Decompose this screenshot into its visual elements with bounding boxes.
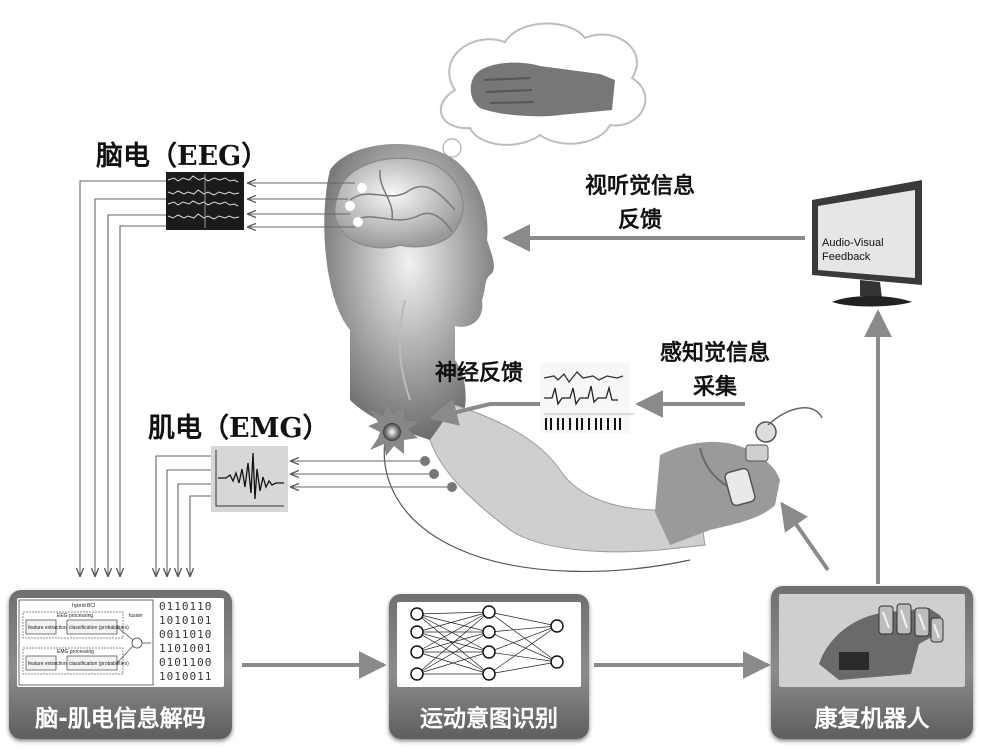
intent-box: 运动意图识别 [389, 594, 589, 739]
flow-arrows [242, 224, 892, 679]
bci-schematic: hybrid BCI EEG processing feature extrac… [17, 598, 224, 687]
sensor-hand-icon [655, 407, 823, 545]
bci-feature-bottom: feature extraction [28, 661, 67, 667]
binary-row: 1010101 [159, 614, 213, 627]
bci-feature-top: feature extraction [28, 625, 67, 631]
neural-network-icon [397, 602, 581, 687]
neural-feedback-signal-panel [540, 363, 634, 433]
bci-lane-top: EEG processing [57, 613, 93, 619]
eeg-to-decoder-lines [80, 180, 166, 576]
fist-icon [470, 62, 615, 117]
neural-feedback-label: 神经反馈 [435, 361, 524, 386]
decode-box: hybrid BCI EEG processing feature extrac… [9, 590, 232, 739]
emg-electrode-lines [291, 461, 447, 487]
emg-electrodes [420, 456, 457, 492]
binary-row: 0101100 [159, 656, 213, 669]
sensory-collect-line-1: 感知觉信息 [659, 341, 770, 366]
robot-glove-graphics [819, 603, 944, 680]
av-feedback-line-2: 反馈 [617, 208, 662, 233]
intent-box-label: 运动意图识别 [420, 706, 558, 732]
monitor-icon [812, 180, 922, 307]
av-feedback-line-1: 视听觉信息 [584, 174, 695, 199]
eeg-signal-panel [166, 172, 244, 230]
decode-box-label: 脑-肌电信息解码 [35, 706, 206, 732]
binary-row: 1101001 [159, 642, 213, 655]
binary-row: 0110110 [159, 600, 213, 613]
robot-box: 康复机器人 [771, 586, 973, 739]
monitor-text-line-1: Audio-Visual [822, 237, 884, 249]
eeg-label: 脑电（EEG） [96, 141, 269, 172]
robot-glove-icon [779, 594, 965, 687]
brain-icon [334, 157, 464, 249]
robot-box-label: 康复机器人 [814, 706, 930, 732]
emg-signal-panel [211, 446, 288, 512]
binary-data: 0110110 1010101 0011010 1101001 0101100 … [159, 600, 212, 684]
sensory-collect-line-2: 采集 [692, 375, 737, 400]
neural-feedback-arrow [429, 398, 540, 426]
eeg-electrode-lines [248, 183, 355, 227]
emg-to-decoder-lines [156, 455, 211, 576]
emg-burst-icon [368, 404, 418, 456]
bci-lane-bottom: EMG processing [57, 649, 94, 655]
monitor-text: Audio-Visual Feedback [822, 236, 884, 264]
robot-to-hand-arrow [780, 501, 830, 572]
av-feedback-label: 视听觉信息 反馈 [565, 170, 715, 238]
neural-network-graphics [410, 605, 564, 681]
binary-row: 1010011 [159, 670, 213, 683]
bci-title: hybrid BCI [72, 603, 95, 609]
bci-schematic-graphics: hybrid BCI EEG processing feature extrac… [18, 599, 154, 686]
bci-class-bottom: classification (probabilities) [69, 661, 129, 667]
emg-label: 肌电（EMG） [148, 413, 330, 444]
binary-row: 0011010 [159, 628, 213, 641]
bci-class-top: classification (probabilities) [69, 625, 129, 631]
bci-fusion: fusion [129, 613, 143, 619]
monitor-text-line-2: Feedback [822, 251, 871, 263]
sensory-collect-label: 感知觉信息 采集 [640, 337, 790, 405]
